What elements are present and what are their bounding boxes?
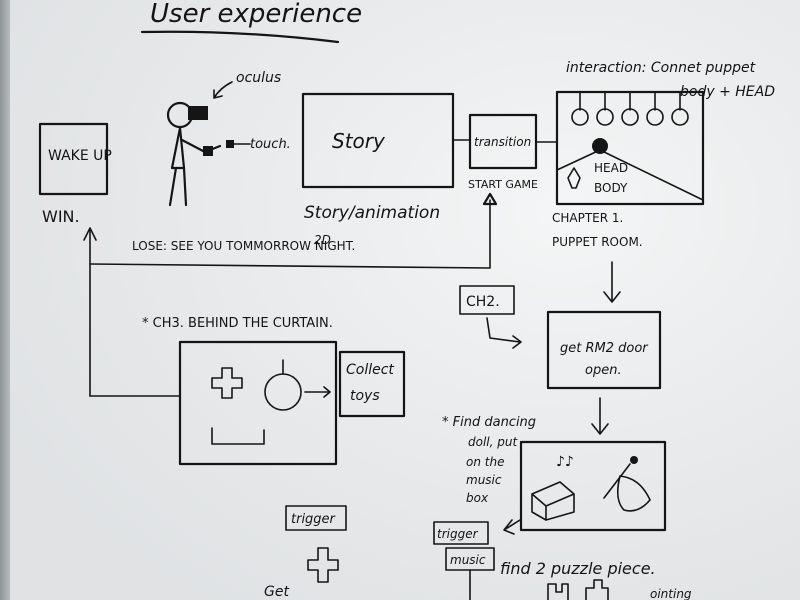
- touch-controller: [203, 146, 213, 156]
- puppet-head-1: [571, 108, 589, 126]
- stick-figure: [166, 101, 222, 207]
- get-rm2-label: get RM2 door: [560, 341, 649, 356]
- trigger-right-label: trigger: [437, 527, 479, 541]
- toys-label: toys: [350, 388, 380, 404]
- find-dancing-label: * Find dancing: [442, 415, 536, 430]
- puppet-strings: [579, 91, 681, 111]
- dancing-doll-icon: [603, 463, 651, 512]
- collect-arrow: [304, 386, 331, 398]
- rm2-down-arrow: [591, 397, 609, 435]
- two-d-label: 2D: [314, 233, 331, 247]
- doll-head: [630, 456, 638, 464]
- chapter1-down-arrow: [603, 261, 621, 303]
- oculus-label: oculus: [236, 70, 281, 86]
- collect-toys-box: [338, 350, 406, 418]
- music-text: music: [466, 473, 502, 487]
- oculus-arrow: [213, 81, 233, 99]
- get-puzzle-icon: [307, 547, 339, 583]
- wake-up-label: WAKE UP: [48, 148, 112, 164]
- head-label: HEAD: [594, 161, 628, 175]
- story-label: Story: [332, 129, 386, 153]
- wake-up-box: [38, 122, 109, 196]
- trigger-arrow: [503, 519, 521, 535]
- box-text: box: [466, 491, 489, 505]
- puppet-body-shape: [567, 167, 581, 189]
- puppet-head-2: [596, 108, 614, 126]
- ch3-box: [178, 340, 338, 466]
- interaction-label: interaction: Connet puppet: [566, 60, 756, 76]
- pointing-label: ointing: [650, 587, 692, 600]
- win-label: WIN.: [42, 207, 80, 226]
- ch3-path-line: [211, 427, 265, 445]
- ch2-label: CH2.: [466, 294, 500, 310]
- trigger-left-label: trigger: [291, 512, 337, 527]
- touch-label: touch.: [250, 137, 291, 152]
- touch-dot: [226, 140, 234, 148]
- puppet-heads: [571, 91, 689, 126]
- lose-label: LOSE: SEE YOU TOMMORROW NIGHT.: [132, 239, 355, 253]
- lose-arrowhead: [482, 192, 498, 206]
- lose-loop-line: [89, 199, 491, 269]
- rm2-door-box: [546, 310, 662, 390]
- title-underline: [140, 30, 340, 44]
- doll-put-label: doll, put: [468, 435, 518, 449]
- ch2-box: [459, 285, 515, 315]
- puzzle-piece-1-icon: [547, 583, 569, 600]
- oculus-headset: [188, 106, 208, 120]
- music-box-icon: [531, 481, 575, 521]
- chapter1-label: CHAPTER 1.: [552, 211, 623, 225]
- figure-torso: [170, 126, 186, 170]
- puzzle-cross-icon: [211, 367, 243, 399]
- figure-legs: [168, 166, 188, 207]
- open-label: open.: [585, 363, 622, 378]
- music-notes-icon: ♪♪: [556, 454, 574, 470]
- start-game-label: START GAME: [468, 178, 538, 191]
- puppet-floor-line: [556, 149, 704, 201]
- puppet-room-label: PUPPET ROOM.: [552, 235, 643, 249]
- find-puzzle-label: find 2 puzzle piece.: [500, 559, 656, 578]
- transition-label: transition: [474, 135, 531, 149]
- music-box-scene: [519, 440, 667, 532]
- on-the-label: on the: [466, 455, 504, 469]
- trigger-right-box: [433, 521, 489, 545]
- puppet-head-4: [646, 108, 664, 126]
- get-label: Get: [264, 584, 289, 600]
- ch2-arrow: [486, 317, 522, 349]
- win-arrowhead: [83, 227, 97, 241]
- ch3-label: * CH3. BEHIND THE CURTAIN.: [142, 316, 333, 331]
- body-label: BODY: [594, 181, 628, 195]
- wake-up-text: WAKE UP: [48, 148, 112, 164]
- collect-label: Collect: [346, 362, 394, 378]
- board-glare: [10, 0, 800, 600]
- trigger-left-box: [285, 505, 347, 531]
- story-animation-label: Story/animation: [304, 203, 440, 223]
- puppet-head-5: [671, 108, 689, 126]
- music-trigger-label: music: [450, 553, 486, 567]
- puppet-head-3: [621, 108, 639, 126]
- selected-head: [592, 138, 608, 154]
- puzzle-piece-2-icon: [585, 579, 609, 600]
- title-text: User experience: [150, 0, 362, 29]
